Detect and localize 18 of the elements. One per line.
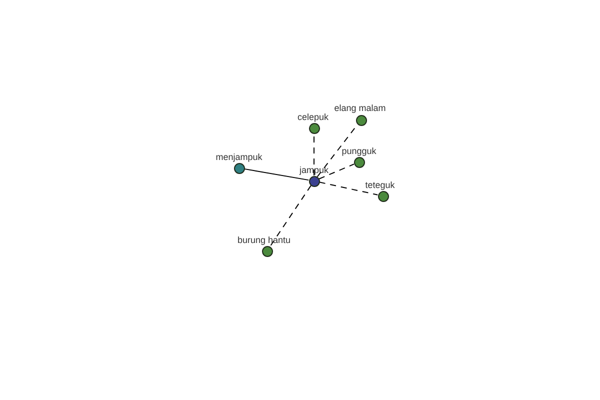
circle-node xyxy=(234,162,244,174)
circle-node xyxy=(308,176,320,186)
circle-node xyxy=(262,246,272,256)
node-label: burung hantu xyxy=(237,235,291,245)
dashed-line xyxy=(318,182,378,196)
node-label: menjampuk xyxy=(216,152,262,162)
node-label: elang malam xyxy=(334,103,386,113)
circle-node xyxy=(356,114,366,126)
circle-node xyxy=(308,122,320,134)
circle-node xyxy=(378,190,388,202)
circle-node xyxy=(354,156,364,168)
dashed-line xyxy=(270,185,312,247)
node-label: teteguk xyxy=(365,180,395,190)
node-label: jampuk xyxy=(300,165,328,175)
connector-line xyxy=(244,168,310,181)
node-label: pungguk xyxy=(342,146,376,156)
node-label: celepuk xyxy=(297,112,329,122)
dashed-line xyxy=(318,164,354,180)
